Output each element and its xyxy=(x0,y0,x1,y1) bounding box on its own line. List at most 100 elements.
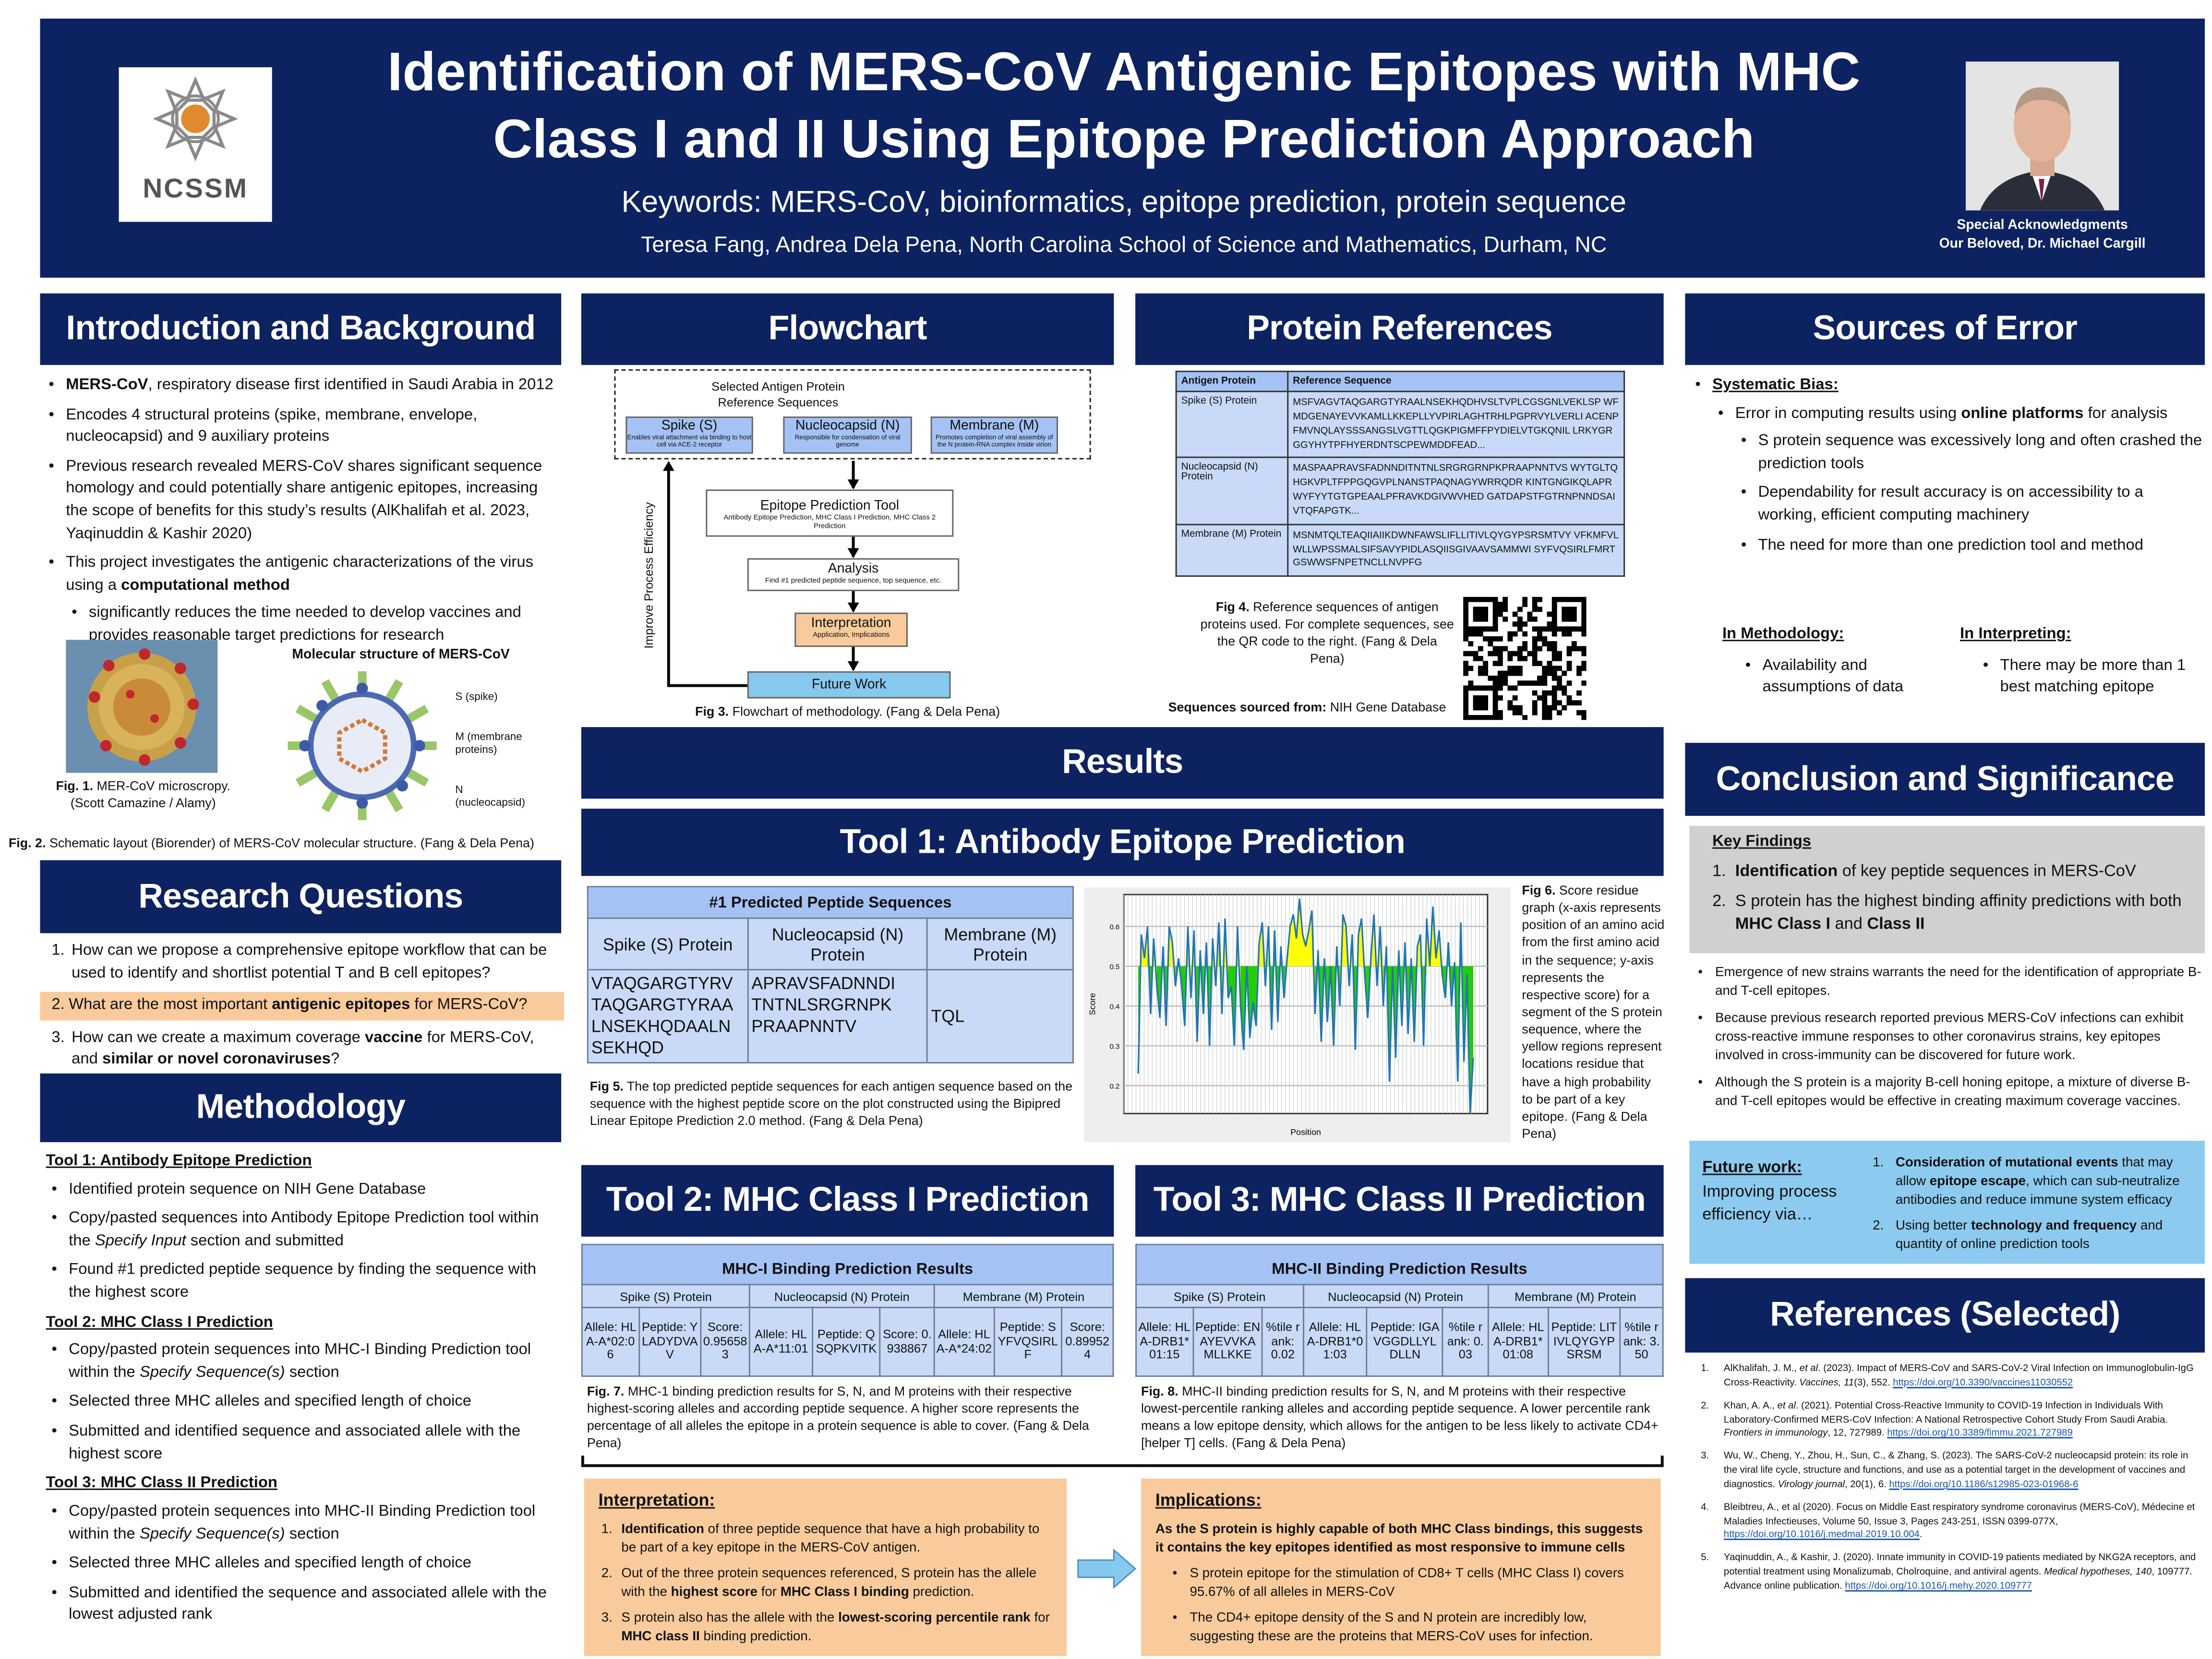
qr-module xyxy=(1567,695,1572,701)
qr-module xyxy=(1557,685,1562,691)
qr-module xyxy=(1493,607,1498,612)
qr-module xyxy=(1478,695,1483,701)
qr-module xyxy=(1567,597,1572,602)
qr-module xyxy=(1478,715,1483,720)
reference-sequence: MASPAAPRAVSFADNNDITNTNLSRGRGRNPKPRAAPNNT… xyxy=(1288,458,1624,524)
qr-module xyxy=(1522,621,1527,627)
doi-link[interactable]: https://doi.org/10.1186/s12985-023-01968… xyxy=(1889,1480,2078,1490)
text-run: MHC-1 binding prediction results for S, … xyxy=(587,1384,1089,1450)
text-run: MHC Class I xyxy=(1735,917,1830,934)
in-interpreting-item: There may be more than 1 best matching e… xyxy=(1977,655,2196,700)
text-run: MHC-II binding prediction results for S,… xyxy=(1141,1384,1659,1450)
text-run: What are the most important xyxy=(69,996,272,1014)
key-finding: 2.S protein has the highest binding affi… xyxy=(1712,890,2182,937)
qr-module xyxy=(1463,636,1468,642)
qr-module xyxy=(1517,626,1523,632)
qr-module xyxy=(1473,597,1479,602)
text-run: for xyxy=(757,1584,781,1599)
qr-module xyxy=(1483,666,1488,671)
doi-link[interactable]: https://doi.org/10.3389/fimmu.2021.72798… xyxy=(1887,1429,2073,1439)
mhc-allele-cell: Allele: HLA-A*24:02 xyxy=(934,1308,994,1376)
qr-module xyxy=(1537,646,1542,651)
qr-module xyxy=(1562,671,1567,676)
qr-module xyxy=(1537,680,1542,686)
intro-content: MERS-CoV, respiratory disease first iden… xyxy=(43,375,561,655)
mhc-value-cell: %tile rank: 0.02 xyxy=(1262,1308,1303,1376)
qr-module xyxy=(1483,700,1488,705)
mhc-allele-cell: Allele: HLA-A*02:06 xyxy=(582,1308,638,1376)
fig2-caption: Fig. 2. Schematic layout (Biorender) of … xyxy=(9,835,581,852)
poster-title: Identification of MERS-CoV Antigenic Epi… xyxy=(287,40,1962,175)
qr-module xyxy=(1542,641,1547,646)
qr-module xyxy=(1532,646,1538,651)
text-run: Fig. 2. xyxy=(9,836,46,850)
text-run: . xyxy=(1920,1531,1923,1541)
qr-module xyxy=(1562,597,1567,602)
qr-module xyxy=(1507,700,1513,705)
protein-group-header: Nucleocapsid (N) Protein xyxy=(750,1285,934,1308)
qr-module xyxy=(1483,685,1488,691)
text-run: The CD4+ epitope density of the S and N … xyxy=(1190,1610,1593,1643)
text-run: for MERS-CoV? xyxy=(410,996,527,1014)
qr-module xyxy=(1542,666,1547,671)
doi-link[interactable]: https://doi.org/10.3390/vaccines11030552 xyxy=(1893,1378,2073,1388)
qr-module xyxy=(1542,636,1547,642)
text-run: How can we propose a comprehensive epito… xyxy=(72,942,547,981)
mhc-peptide-cell: Peptide: QSQPKVITK xyxy=(812,1308,880,1376)
doi-link[interactable]: https://doi.org/10.1016/j.mehy.2020.1097… xyxy=(1845,1582,2032,1592)
conclusion-bullet: Although the S protein is a majority B-c… xyxy=(1692,1074,2202,1111)
text-run: Fig 5. xyxy=(590,1079,624,1094)
fig4-caption: Fig 4. Reference sequences of antigen pr… xyxy=(1200,598,1455,668)
qr-module xyxy=(1513,705,1518,710)
y-tick-label: 0.3 xyxy=(1110,1043,1120,1050)
text-run: Selected three MHC alleles and specified… xyxy=(69,1393,471,1410)
mhc-peptide-cell: Peptide: LITIVLQYGYPSRSM xyxy=(1548,1308,1620,1376)
qr-module xyxy=(1513,651,1518,656)
text-run: Specify Input xyxy=(95,1232,186,1249)
methodology-step: Submitted and identified the sequence an… xyxy=(46,1583,561,1627)
qr-module xyxy=(1542,715,1547,720)
doi-link[interactable]: https://doi.org/10.1016/j.medmal.2019.10… xyxy=(1724,1531,1920,1541)
qr-module xyxy=(1557,656,1562,661)
qr-module xyxy=(1463,691,1468,696)
qr-module xyxy=(1517,617,1523,622)
qr-module xyxy=(1463,715,1468,720)
qr-module xyxy=(1493,597,1498,602)
qr-module xyxy=(1572,626,1577,632)
flow-arrow xyxy=(852,591,854,611)
qr-module xyxy=(1507,651,1513,656)
qr-module xyxy=(1581,646,1586,651)
qr-module xyxy=(1503,602,1508,607)
qr-module xyxy=(1473,715,1479,720)
qr-module xyxy=(1463,617,1468,622)
qr-module xyxy=(1562,611,1567,617)
qr-module xyxy=(1547,661,1552,666)
qr-module xyxy=(1498,710,1503,716)
qr-module xyxy=(1498,651,1503,656)
qr-module xyxy=(1493,651,1498,656)
in-methodology-label: In Methodology: xyxy=(1722,624,1951,646)
qr-module xyxy=(1557,710,1562,716)
qr-module xyxy=(1532,700,1538,705)
qr-module xyxy=(1562,626,1567,632)
qr-module xyxy=(1498,685,1503,691)
qr-module xyxy=(1547,715,1552,720)
tool1-heading: Tool 1: Antibody Epitope Prediction xyxy=(581,809,1664,876)
text-run: Fig. 7. xyxy=(587,1384,625,1398)
interpretation-item: 2.Out of the three protein sequences ref… xyxy=(599,1564,1052,1601)
qr-module xyxy=(1478,607,1483,612)
acknowledgment-name: Our Beloved, Dr. Michael Cargill xyxy=(1890,236,2195,252)
qr-module xyxy=(1576,646,1582,651)
qr-module xyxy=(1513,621,1518,627)
sources-sub-bullet: Dependability for result accuracy is on … xyxy=(1735,483,2205,527)
qr-module xyxy=(1517,710,1523,716)
qr-module xyxy=(1542,676,1547,681)
title-line-1: Identification of MERS-CoV Antigenic Epi… xyxy=(287,40,1962,107)
col-header: Nucleocapsid (N) Protein xyxy=(748,918,927,969)
qr-code[interactable] xyxy=(1463,597,1586,720)
label-nucleocapsid: N (nucleocapsid) xyxy=(455,783,527,809)
research-question: 3.How can we create a maximum coverage v… xyxy=(43,1027,561,1072)
qr-module xyxy=(1532,602,1538,607)
qr-module xyxy=(1517,656,1523,661)
